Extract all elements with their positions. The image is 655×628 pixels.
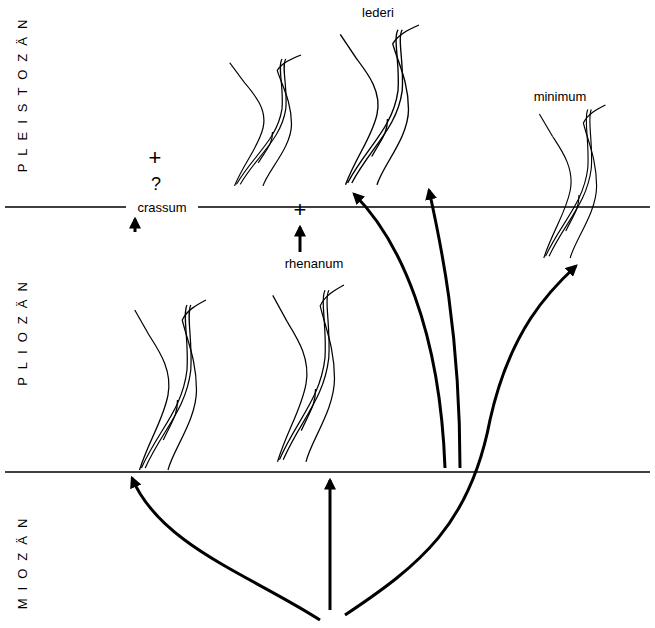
epoch-label: MIOZÄN — [16, 511, 29, 610]
uncertainty-mark: ? — [151, 175, 161, 193]
extinction-mark: + — [149, 147, 162, 169]
species-name: crassum — [137, 201, 186, 214]
epoch-label: PLEISTOZÄN — [16, 12, 29, 173]
lineage-arrow — [132, 190, 576, 620]
species-name: minimum — [534, 90, 587, 103]
species-name: rhenanum — [285, 257, 344, 270]
tooth-sketch — [135, 25, 606, 470]
extinction-mark: + — [294, 199, 307, 221]
epoch-label: PLIOZÄN — [16, 274, 29, 386]
species-name: lederi — [362, 6, 394, 19]
